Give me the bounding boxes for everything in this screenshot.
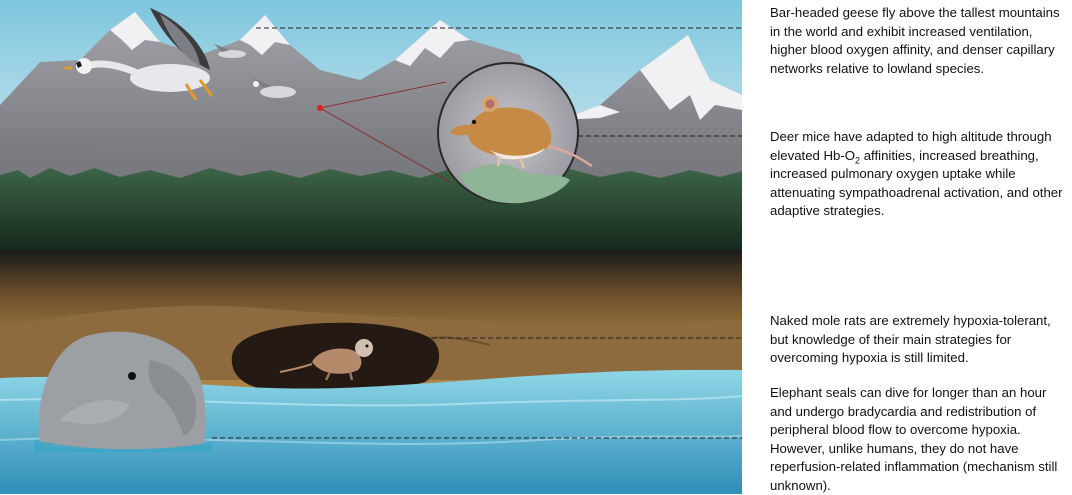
forest xyxy=(0,168,742,255)
naked-mole-rat xyxy=(279,339,373,381)
caption-bar-headed-geese: Bar-headed geese fly above the tallest m… xyxy=(770,5,1060,76)
caption-deer-mice-subscript: 2 xyxy=(855,155,861,166)
habitat-illustration xyxy=(0,0,742,494)
deer-mouse xyxy=(450,96,593,169)
caption-deer-mice-part2: affinities, increased breathing, increas… xyxy=(770,147,1063,219)
caption-deer-mice: Deer mice have adapted to high altitude … xyxy=(770,128,1070,221)
caption-deer-mice-part1: Deer mice have adapted to high altitude … xyxy=(770,129,1052,163)
elephant-seal xyxy=(34,331,212,452)
zoom-pointer xyxy=(317,81,451,183)
caption-elephant-seals: Elephant seals can dive for longer than … xyxy=(770,385,1058,493)
bar-headed-goose xyxy=(60,8,214,101)
distant-geese xyxy=(214,44,296,98)
caption-naked-mole-rats: Naked mole rats are extremely hypoxia-to… xyxy=(770,313,1051,365)
leader-lines xyxy=(212,27,742,439)
